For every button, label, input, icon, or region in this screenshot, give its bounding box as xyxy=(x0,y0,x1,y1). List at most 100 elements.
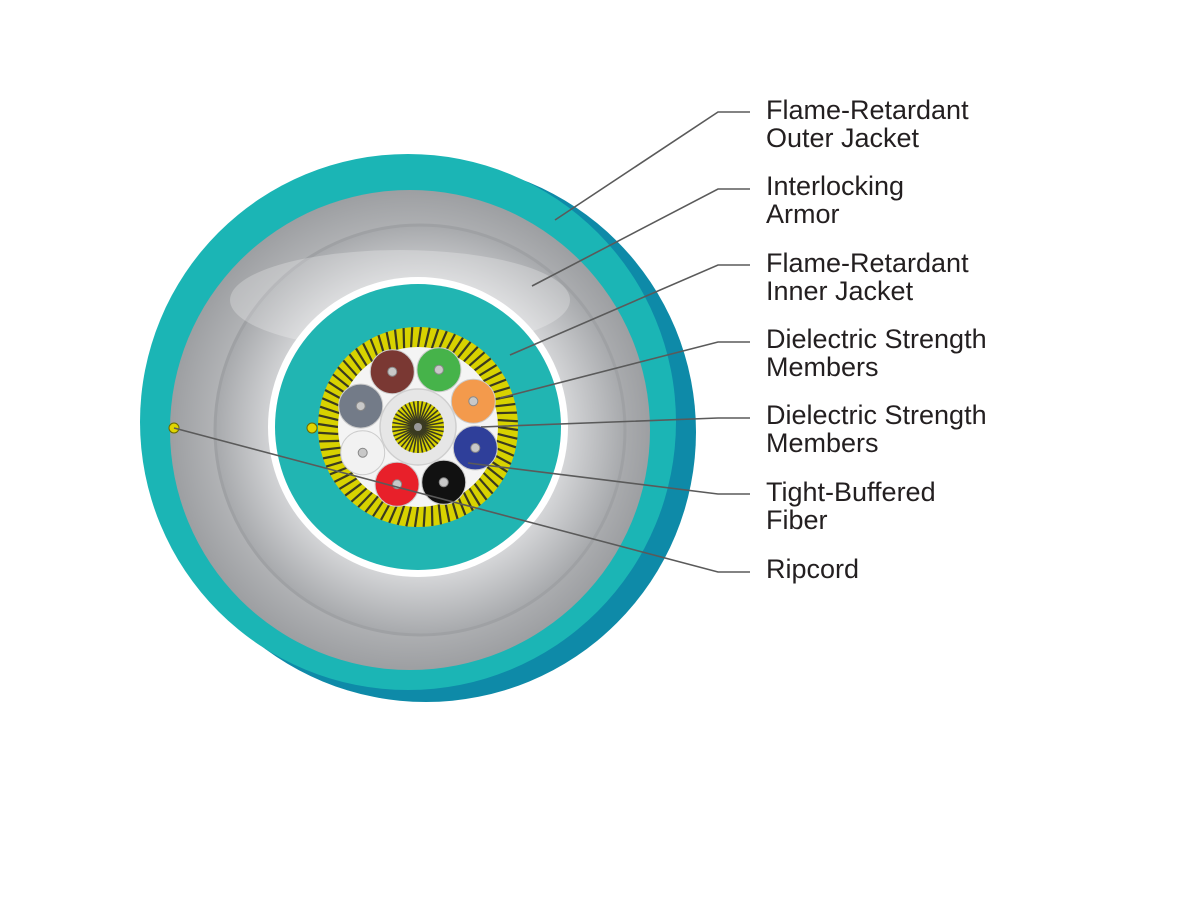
strength-yarn-strand xyxy=(497,425,519,432)
strength-yarn-strand xyxy=(372,498,386,517)
strength-yarn-strand xyxy=(337,366,354,382)
strength-yarn-strand xyxy=(355,347,368,367)
strength-yarn-strand xyxy=(413,506,420,528)
strength-yarn-strand xyxy=(430,328,440,349)
strength-yarn-strand xyxy=(402,328,406,349)
orange-fiber xyxy=(450,378,496,424)
fiber-core xyxy=(468,396,479,407)
brown-fiber xyxy=(369,349,415,395)
strength-yarn-strand xyxy=(357,491,373,508)
strength-yarn-strand xyxy=(423,327,431,348)
strength-yarn-strand xyxy=(369,338,380,359)
callout-armor-line1: Interlocking xyxy=(766,171,905,201)
strength-yarn-strand xyxy=(388,503,399,524)
strength-yarn-strand xyxy=(348,353,363,372)
strength-yarn-strand xyxy=(478,477,494,495)
strength-yarn-strand xyxy=(496,411,517,415)
strength-yarn-strand xyxy=(437,330,448,351)
strength-yarn-strand xyxy=(430,505,434,526)
strength-yarn-strand xyxy=(422,506,427,527)
strength-yarn-strand xyxy=(317,422,339,429)
strength-yarn-strand xyxy=(495,402,516,408)
strength-yarn-strand xyxy=(486,466,504,481)
fiber-core xyxy=(387,366,398,377)
strength-yarn-strand xyxy=(456,495,467,516)
strength-yarn-strand xyxy=(473,357,492,372)
central-strength-member xyxy=(392,401,444,453)
callout-tight-buffered-fiber-line1: Tight-Buffered xyxy=(766,477,936,507)
leader-line xyxy=(531,188,750,287)
strength-yarn-strand xyxy=(362,342,374,362)
strength-yarn-strand xyxy=(318,431,339,436)
strength-yarn-strand xyxy=(328,381,347,395)
callout-ripcord: Ripcord xyxy=(766,555,859,583)
callout-strength-members-2: Dielectric Strength Members xyxy=(766,401,987,457)
strength-yarn-strand xyxy=(405,506,413,527)
strength-yarn-strand xyxy=(332,373,350,388)
strength-yarn-strand xyxy=(329,465,350,476)
slate-fiber xyxy=(338,383,384,429)
blue-fiber xyxy=(452,425,498,471)
strength-yarn-strand xyxy=(482,472,499,488)
strength-yarn-strand xyxy=(342,359,358,377)
strength-yarn-strand xyxy=(437,504,443,525)
strength-yarn-strand xyxy=(486,378,507,389)
leader-line xyxy=(480,417,750,428)
strength-yarn-strand xyxy=(468,351,486,367)
fiber-core xyxy=(438,477,449,488)
strength-yarn-strand xyxy=(457,341,472,359)
callout-outer-jacket-line1: Flame-Retardant xyxy=(766,95,969,125)
strength-yarn-strand xyxy=(416,326,423,348)
callout-strength-members-2-line1: Dielectric Strength xyxy=(766,400,987,430)
leader-line xyxy=(554,111,750,221)
strength-yarn-strand xyxy=(450,337,464,356)
leader-lines xyxy=(173,111,750,573)
strength-yarn-strand xyxy=(319,439,340,443)
callout-armor: Interlocking Armor xyxy=(766,172,904,228)
fiber-core xyxy=(355,401,366,412)
strength-yarn-strand xyxy=(478,364,498,377)
central-yarn-strand xyxy=(417,421,444,428)
strength-yarn-strand xyxy=(318,414,339,422)
tight-buffered-fibers xyxy=(338,347,498,507)
strength-yarn-strand xyxy=(338,477,358,490)
callout-outer-jacket-line2: Outer Jacket xyxy=(766,123,920,153)
leader-line xyxy=(173,427,750,573)
black-fiber xyxy=(421,459,467,505)
callout-inner-jacket: Flame-Retardant Inner Jacket xyxy=(766,249,969,305)
callout-strength-members-1-line1: Dielectric Strength xyxy=(766,324,987,354)
strength-yarn-strand xyxy=(483,371,503,383)
callout-strength-members-1-line2: Members xyxy=(766,352,879,382)
callout-tight-buffered-fiber: Tight-Buffered Fiber xyxy=(766,478,936,534)
red-fiber xyxy=(374,461,420,507)
callout-outer-jacket: Flame-Retardant Outer Jacket xyxy=(766,96,969,152)
strength-yarn-strand xyxy=(396,505,406,526)
leader-line xyxy=(467,462,750,495)
fiber-core xyxy=(357,447,368,458)
strength-yarn-strand xyxy=(494,446,515,457)
callout-ripcord-line1: Ripcord xyxy=(766,554,860,584)
strength-yarn-strand xyxy=(322,453,344,460)
strength-yarn-strand xyxy=(344,482,363,497)
strength-yarn-strand xyxy=(319,405,340,415)
strength-yarn-strand xyxy=(409,327,414,348)
strength-yarn-strand xyxy=(350,487,368,503)
fiber-core xyxy=(433,364,444,375)
strength-yarn-strand xyxy=(462,492,474,512)
callout-strength-members-2-line2: Members xyxy=(766,428,879,458)
strength-yarn-strand xyxy=(385,331,392,353)
fiber-core xyxy=(470,442,481,453)
strength-yarn-strand xyxy=(393,329,399,350)
green-fiber xyxy=(416,347,462,393)
leader-line xyxy=(499,341,750,399)
callout-strength-members-1: Dielectric Strength Members xyxy=(766,325,987,381)
central-member-core xyxy=(414,423,422,431)
callout-armor-line2: Armor xyxy=(766,199,840,229)
callout-inner-jacket-line2: Inner Jacket xyxy=(766,276,914,306)
callout-tight-buffered-fiber-line2: Fiber xyxy=(766,505,828,535)
strength-yarn-strand xyxy=(444,501,451,523)
leader-line xyxy=(509,264,750,356)
ripcord-inner xyxy=(306,422,318,434)
strength-yarn-strand xyxy=(468,487,481,507)
